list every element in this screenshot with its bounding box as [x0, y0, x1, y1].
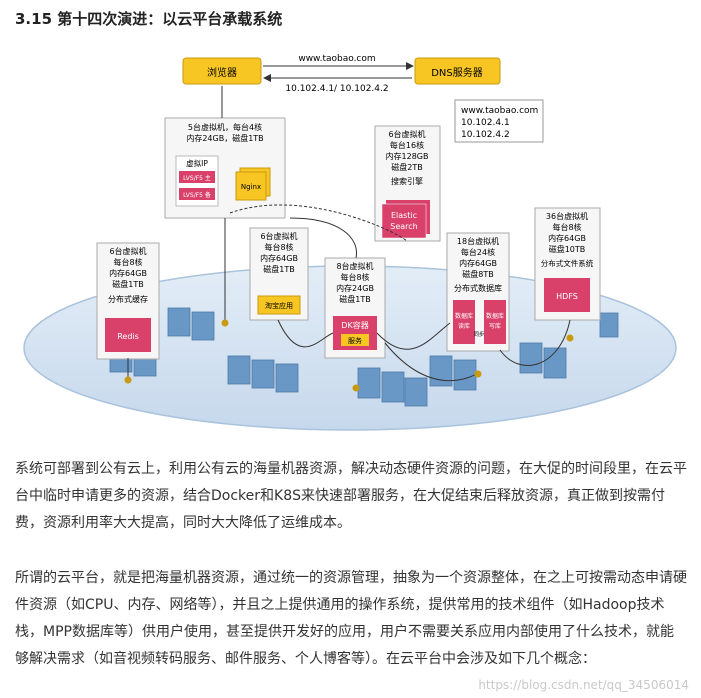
svg-text:每台8核: 每台8核	[552, 222, 581, 232]
cloud-architecture-diagram: 浏览器 DNS服务器 www.taobao.com 10.102.4.1/ 10…	[23, 54, 677, 431]
redis-label: Redis	[117, 332, 139, 341]
section-title: 3.15 第十四次演进：以云平台承载系统	[15, 10, 283, 28]
svg-text:读库: 读库	[458, 322, 470, 330]
svg-text:每台8核: 每台8核	[264, 242, 293, 252]
svg-text:5台虚拟机，每台4核: 5台虚拟机，每台4核	[188, 122, 262, 132]
paragraph-cloud-deployment: 系统可部署到公有云上，利用公有云的海量机器资源，解决动态硬件资源的问题，在大促的…	[15, 461, 687, 531]
svg-text:内存128GB: 内存128GB	[386, 151, 429, 161]
connection-lines	[127, 86, 571, 382]
svg-text:18台虚拟机: 18台虚拟机	[457, 236, 499, 246]
svg-text:每台24核: 每台24核	[461, 247, 495, 257]
svg-text:数据库: 数据库	[455, 312, 473, 320]
browser-label: 浏览器	[207, 66, 237, 79]
svg-text:写库: 写库	[489, 322, 501, 330]
virtual-ip-label: 虚拟IP	[186, 158, 208, 168]
vm-group-app: 6台虚拟机 每台8核 内存64GB 磁盘1TB 淘宝应用	[249, 227, 309, 321]
svg-text:8台虚拟机: 8台虚拟机	[336, 261, 373, 271]
svg-text:搜索引擎: 搜索引擎	[391, 176, 423, 186]
svg-text:内存64GB: 内存64GB	[109, 268, 147, 278]
dns-record-note: www.taobao.com 10.102.4.1 10.102.4.2	[454, 99, 544, 143]
vm-group-database: 18台虚拟机 每台24核 内存64GB 磁盘8TB 分布式数据库 数据库 读库 …	[446, 232, 510, 352]
svg-text:6台虚拟机: 6台虚拟机	[260, 231, 297, 241]
svg-text:分布式缓存: 分布式缓存	[108, 294, 148, 304]
dns-label: DNS服务器	[431, 66, 483, 79]
dns-node	[414, 57, 501, 85]
nginx-label: Nginx	[241, 183, 261, 191]
vm-group-cache: 6台虚拟机 每台8核 内存64GB 磁盘1TB 分布式缓存 Redis	[96, 242, 160, 360]
svg-text:磁盘1TB: 磁盘1TB	[112, 279, 143, 289]
svg-text:Search: Search	[390, 222, 417, 231]
vm-group-load-balancer: 5台虚拟机，每台4核 内存24GB，磁盘1TB 虚拟IP LVS/F5 主 LV…	[164, 117, 286, 219]
svg-text:磁盘8TB: 磁盘8TB	[462, 269, 493, 279]
svg-text:磁盘10TB: 磁盘10TB	[549, 244, 586, 254]
svg-text:Elastic: Elastic	[391, 211, 417, 220]
hdfs-label: HDFS	[556, 292, 578, 301]
dns-response-ips: 10.102.4.1/ 10.102.4.2	[285, 84, 388, 94]
svg-text:内存24GB，磁盘1TB: 内存24GB，磁盘1TB	[186, 133, 263, 143]
dns-request-url: www.taobao.com	[298, 54, 375, 64]
svg-text:10.102.4.2: 10.102.4.2	[461, 130, 510, 140]
paragraph-cloud-platform: 所谓的云平台，就是把海量机器资源，通过统一的资源管理，抽象为一个资源整体，在之上…	[15, 570, 687, 667]
svg-text:6台虚拟机: 6台虚拟机	[388, 129, 425, 139]
vm-group-docker: 8台虚拟机 每台8核 内存24GB 磁盘1TB DK容器 服务	[324, 257, 386, 359]
browser-node	[182, 57, 262, 85]
svg-text:分布式文件系统: 分布式文件系统	[541, 258, 594, 268]
svg-text:同步: 同步	[473, 331, 485, 338]
dk-container-label: DK容器	[341, 320, 368, 330]
svg-text:6台虚拟机: 6台虚拟机	[109, 246, 146, 256]
svg-text:内存64GB: 内存64GB	[260, 253, 298, 263]
svg-text:分布式数据库: 分布式数据库	[454, 283, 502, 293]
svg-text:10.102.4.1: 10.102.4.1	[461, 118, 510, 128]
svg-text:www.taobao.com: www.taobao.com	[461, 106, 538, 116]
service-label: 服务	[348, 336, 362, 345]
svg-text:内存24GB: 内存24GB	[336, 283, 374, 293]
lvs-main-label: LVS/F5 主	[183, 174, 211, 182]
svg-text:磁盘1TB: 磁盘1TB	[339, 294, 370, 304]
svg-text:磁盘2TB: 磁盘2TB	[391, 162, 422, 172]
svg-text:每台8核: 每台8核	[113, 257, 142, 267]
vm-group-hdfs: 36台虚拟机 每台8核 内存64GB 磁盘10TB 分布式文件系统 HDFS	[534, 207, 601, 321]
watermark-url: https://blog.csdn.net/qq_34506014	[478, 678, 689, 692]
svg-text:磁盘1TB: 磁盘1TB	[263, 264, 294, 274]
svg-text:数据库: 数据库	[486, 312, 504, 320]
svg-text:内存64GB: 内存64GB	[548, 233, 586, 243]
app-label: 淘宝应用	[265, 301, 293, 310]
connection-dots	[124, 319, 574, 392]
svg-text:每台16核: 每台16核	[390, 140, 424, 150]
vm-group-search: 6台虚拟机 每台16核 内存128GB 磁盘2TB 搜索引擎 Elastic S…	[374, 125, 441, 242]
svg-text:36台虚拟机: 36台虚拟机	[546, 211, 588, 221]
lvs-backup-label: LVS/F5 备	[183, 191, 211, 199]
svg-text:每台8核: 每台8核	[340, 272, 369, 282]
svg-text:内存64GB: 内存64GB	[459, 258, 497, 268]
